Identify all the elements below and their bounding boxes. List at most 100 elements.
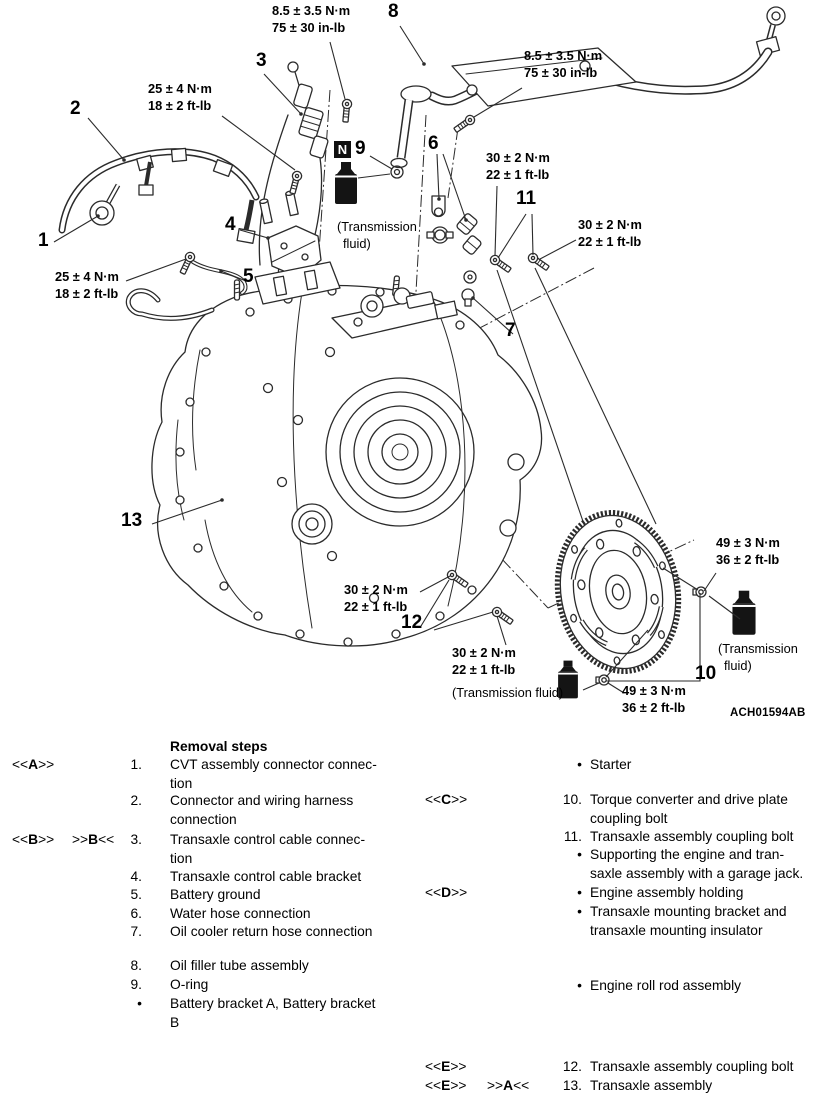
step-marker: <<E>> [425,1059,467,1074]
step-text: Transaxle control cable bracket [170,867,361,886]
torque-spec-line: 22 ± 1 ft-lb [486,166,550,182]
torque-spec-line: 75 ± 30 in-lb [272,19,346,35]
step-text-line: Torque converter and drive plate [590,792,788,807]
step-number: 2. [130,793,142,808]
step-number: 6. [130,906,142,921]
torque-spec-line: 8.5 ± 3.5 N·m [524,48,603,63]
part-callout-11: 11 [516,188,537,209]
step-text: Supporting the engine and tran-saxle ass… [590,845,803,883]
step-marker: <<B>> [12,832,55,847]
step-text-line: tion [170,851,193,866]
torque-spec-line: 49 ± 3 N·m [716,535,780,550]
step-number: • [577,847,582,862]
step-marker: >>A<< [487,1078,530,1093]
part-callout-3: 3 [256,50,267,71]
step-number: • [577,885,582,900]
torque-spec-line: 25 ± 4 N·m [148,81,212,96]
step-marker: <<A>> [12,757,55,772]
fluid-note-line: (Transmission [337,219,417,234]
part-callout-13: 13 [121,510,143,531]
step-text-line: Transaxle control cable connec- [170,832,366,847]
step-number: 12. [562,1059,582,1074]
step-text: Battery ground [170,885,261,904]
step-number: 3. [130,832,142,847]
step-number: • [577,978,582,993]
step-text-line: B [170,1015,180,1030]
torque-spec-line: 18 ± 2 ft-lb [55,285,119,301]
step-marker: >>B<< [72,832,115,847]
part-callout-10: 10 [695,663,717,684]
torque-spec-line: 22 ± 1 ft-lb [578,233,642,249]
step-text-line: CVT assembly connector connec- [170,757,377,772]
torque-spec-line: 36 ± 2 ft-lb [716,551,780,567]
part-callout-9: 9 [355,138,366,159]
step-text-line: Transaxle assembly coupling bolt [590,829,794,844]
step-text-line: Supporting the engine and tran- [590,847,785,862]
transmission-fluid-note: (Transmission fluid) [452,685,563,702]
step-text-line: Oil cooler return hose connection [170,924,373,939]
step-text: Transaxle assembly coupling bolt [590,1057,793,1076]
removal-steps-title: Removal steps [170,739,268,754]
step-marker: <<C>> [425,792,468,807]
part-callout-6: 6 [428,133,439,154]
fluid-note-line: fluid) [343,235,371,251]
step-text-line: Transaxle assembly coupling bolt [590,1059,794,1074]
step-text-line: Transaxle control cable bracket [170,869,362,884]
torque-spec-line: 8.5 ± 3.5 N·m [272,3,351,18]
step-marker: <<E>> [425,1078,467,1093]
step-text: Transaxle assembly [590,1076,712,1095]
step-number: 10. [562,792,582,807]
step-text: Engine assembly holding [590,883,743,902]
step-text: Engine roll rod assembly [590,976,741,995]
step-text: O-ring [170,975,208,994]
part-callout-8: 8 [388,1,399,22]
torque-spec-line: 30 ± 2 N·m [344,582,408,597]
torque-spec-line: 30 ± 2 N·m [486,150,550,165]
step-marker: <<D>> [425,885,468,900]
part-callout-5: 5 [243,266,254,287]
step-text-line: transaxle mounting insulator [590,923,763,938]
fluid-note-line: (Transmission [718,641,798,656]
step-text-line: Connector and wiring harness [170,793,354,808]
part-callout-7: 7 [505,320,516,341]
torque-spec-line: 30 ± 2 N·m [452,645,516,660]
part-callout-2: 2 [70,98,81,119]
step-text-line: Battery ground [170,887,261,902]
torque-spec-line: 36 ± 2 ft-lb [622,699,686,715]
step-text-line: Oil filler tube assembly [170,958,309,973]
fluid-note-line: (Transmission fluid) [452,685,564,700]
step-number: 8. [130,958,142,973]
step-text-line: connection [170,812,237,827]
step-number: 11. [563,829,582,844]
torque-spec-line: 22 ± 1 ft-lb [344,598,408,614]
step-text-line: Engine assembly holding [590,885,744,900]
step-text-line: Starter [590,757,632,772]
step-text: Oil filler tube assembly [170,956,309,975]
torque-spec-line: 18 ± 2 ft-lb [148,97,212,113]
step-text: Transaxle assembly coupling bolt [590,827,793,846]
step-number: 9. [130,977,142,992]
step-text-line: Engine roll rod assembly [590,978,742,993]
part-callout-4: 4 [225,214,236,235]
transaxle-diagram-art [53,6,786,699]
step-text-line: Transaxle assembly [590,1078,713,1093]
step-text: Starter [590,755,631,774]
fluid-refill-symbol: N [334,141,351,158]
step-text-line: coupling bolt [590,811,668,826]
step-text: Connector and wiring harness connection [170,791,353,829]
step-text-line: Water hose connection [170,906,311,921]
fluid-note-line: fluid) [724,657,752,673]
